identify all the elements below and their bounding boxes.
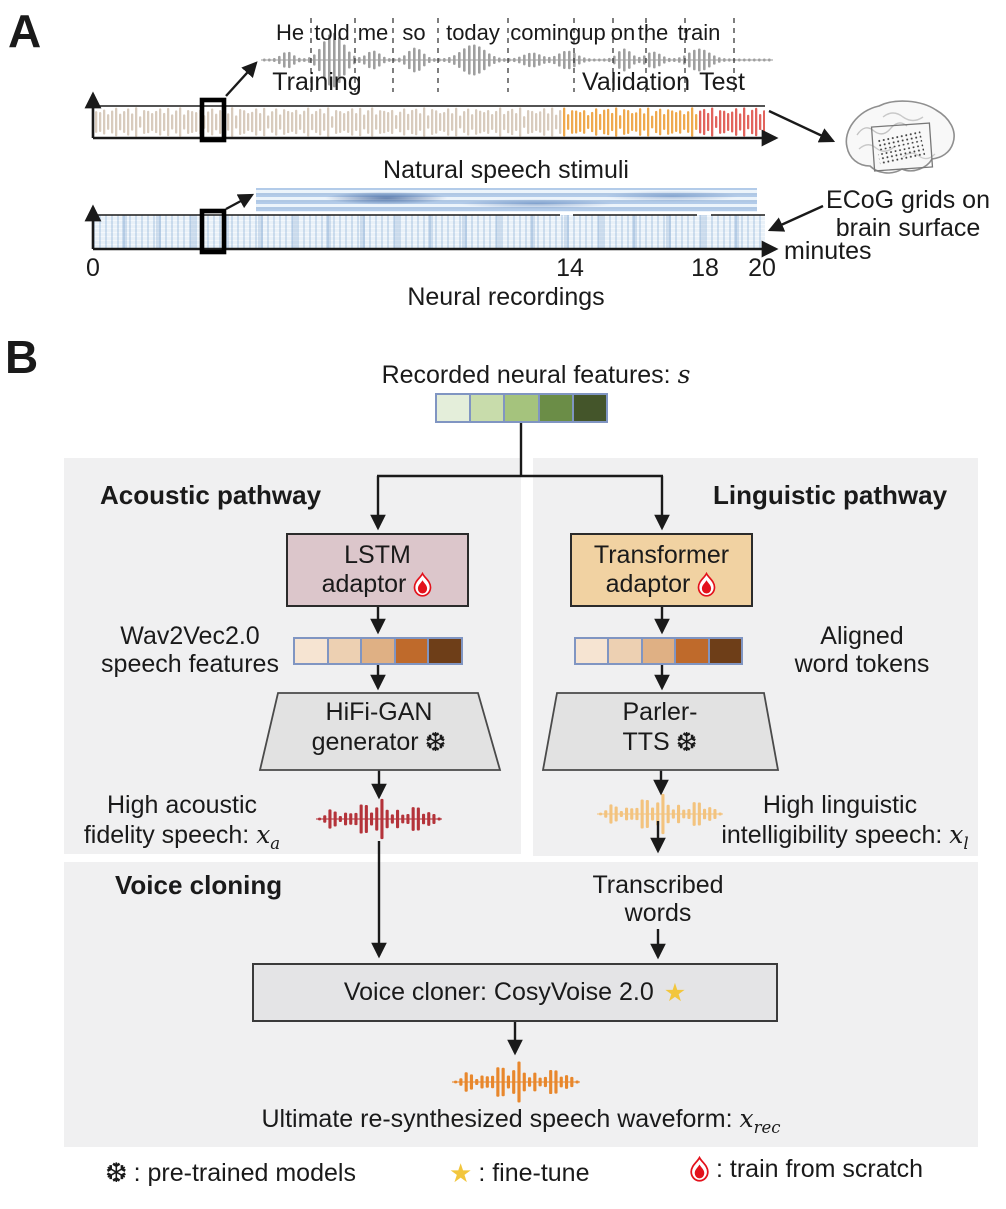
feature-cell [674,639,708,663]
neural-recordings-bar [93,215,765,249]
linguistic-pathway-title: Linguistic pathway [713,480,948,510]
wav2vec-feature-vector [293,637,463,665]
ecog-arrow-to-bar [767,204,824,232]
hifigan-label-line2: generator ❆ [311,727,447,757]
neural-caption: Neural recordings [407,283,605,311]
feature-cell [469,395,504,421]
training-label: Training [272,68,362,96]
legend-finetune: ★ : fine-tune [449,1158,590,1188]
feature-cell [503,395,538,421]
feature-cell [707,639,742,663]
star-icon: ★ [663,978,687,1007]
legend-scratch: : train from scratch [689,1155,923,1184]
wav2vec-label-line2: speech features [101,650,279,678]
word-token-vector [574,637,743,665]
linguistic-output-line1: High linguistic [762,791,918,819]
star-icon: ★ [449,1158,473,1188]
feature-cell [427,639,461,663]
test-label: Test [699,68,745,96]
panel-a-label: A [8,5,43,57]
zoom-word: told [314,20,350,45]
zoomed-speech-waveform [261,32,773,88]
transformer-adaptor-box: Transformer adaptor [570,533,753,607]
snowflake-icon: ❆ [424,727,447,757]
zoom-arrow-neural [225,193,255,211]
legend-pretrained: ❆ : pre-trained models [105,1158,356,1188]
stimuli-caption: Natural speech stimuli [383,156,629,184]
ecog-label-line1: ECoG grids on [826,186,990,214]
axis-unit-label: minutes [784,237,872,265]
tick-0: 0 [86,254,100,282]
arrow-to-brain [768,109,836,143]
tick-18: 18 [691,254,719,282]
input-caption: Recorded neural features: s [381,360,691,389]
ecog-grid-dots [876,130,926,165]
acoustic-speech-waveform [316,798,442,840]
wav2vec-label-line1: Wav2Vec2.0 [120,622,260,650]
linguistic-output-line2: intelligibility speech: xl [721,820,969,853]
feature-cell [393,639,428,663]
zoom-arrow-stimuli [225,61,258,97]
parler-label-line1: Parler- [622,698,698,726]
transcribed-line2: words [624,899,692,927]
validation-label: Validation [582,68,690,96]
feature-cell [607,639,641,663]
feature-cell [640,639,675,663]
feature-cell [571,395,607,421]
linguistic-speech-waveform [597,793,723,835]
neural-feature-vector [435,393,608,423]
aligned-tokens-label-line1: Aligned [820,622,904,650]
flame-icon [412,572,433,598]
feature-cell [537,395,572,421]
transcribed-line1: Transcribed [592,871,724,899]
input-symbol: s [677,360,691,389]
tick-14: 14 [556,254,584,282]
zoom-word: today [446,20,500,45]
acoustic-output-line2: fidelity speech: xa [83,820,281,853]
feature-cell [576,639,608,663]
brain-illustration [845,100,955,174]
snowflake-icon: ❆ [675,727,698,757]
zoom-word: comingup [510,20,606,45]
zoom-word: the [637,20,669,45]
resynthesized-speech-waveform [452,1061,580,1103]
flame-icon [696,572,717,598]
feature-cell [437,395,470,421]
acoustic-pathway-title: Acoustic pathway [100,480,322,510]
acoustic-output-line1: High acoustic [106,791,258,819]
neural-spectrogram-inset [256,188,757,212]
zoom-word: so [402,20,426,45]
final-caption: Ultimate re-synthesized speech waveform:… [261,1104,781,1137]
zoom-word: train [677,20,721,45]
voice-cloning-title: Voice cloning [115,870,283,900]
tick-20: 20 [748,254,776,282]
feature-cell [295,639,327,663]
voice-cloner-box: Voice cloner: CosyVoise 2.0 ★ [252,963,778,1022]
panel-b-label: B [5,331,40,383]
snowflake-icon: ❆ [105,1158,128,1188]
zoom-word: He [275,20,305,45]
flame-icon [689,1156,710,1183]
feature-cell [360,639,394,663]
parler-label-line2: TTS ❆ [622,727,698,757]
feature-cell [326,639,361,663]
speech-stimuli-waveform-bar [95,107,765,137]
zoom-word: on [610,20,636,45]
zoom-word: me [357,20,389,45]
lstm-adaptor-box: LSTM adaptor [286,533,469,607]
hifigan-label-line1: HiFi-GAN [325,698,433,726]
ecog-label-line2: brain surface [835,214,981,242]
aligned-tokens-label-line2: word tokens [794,650,930,678]
